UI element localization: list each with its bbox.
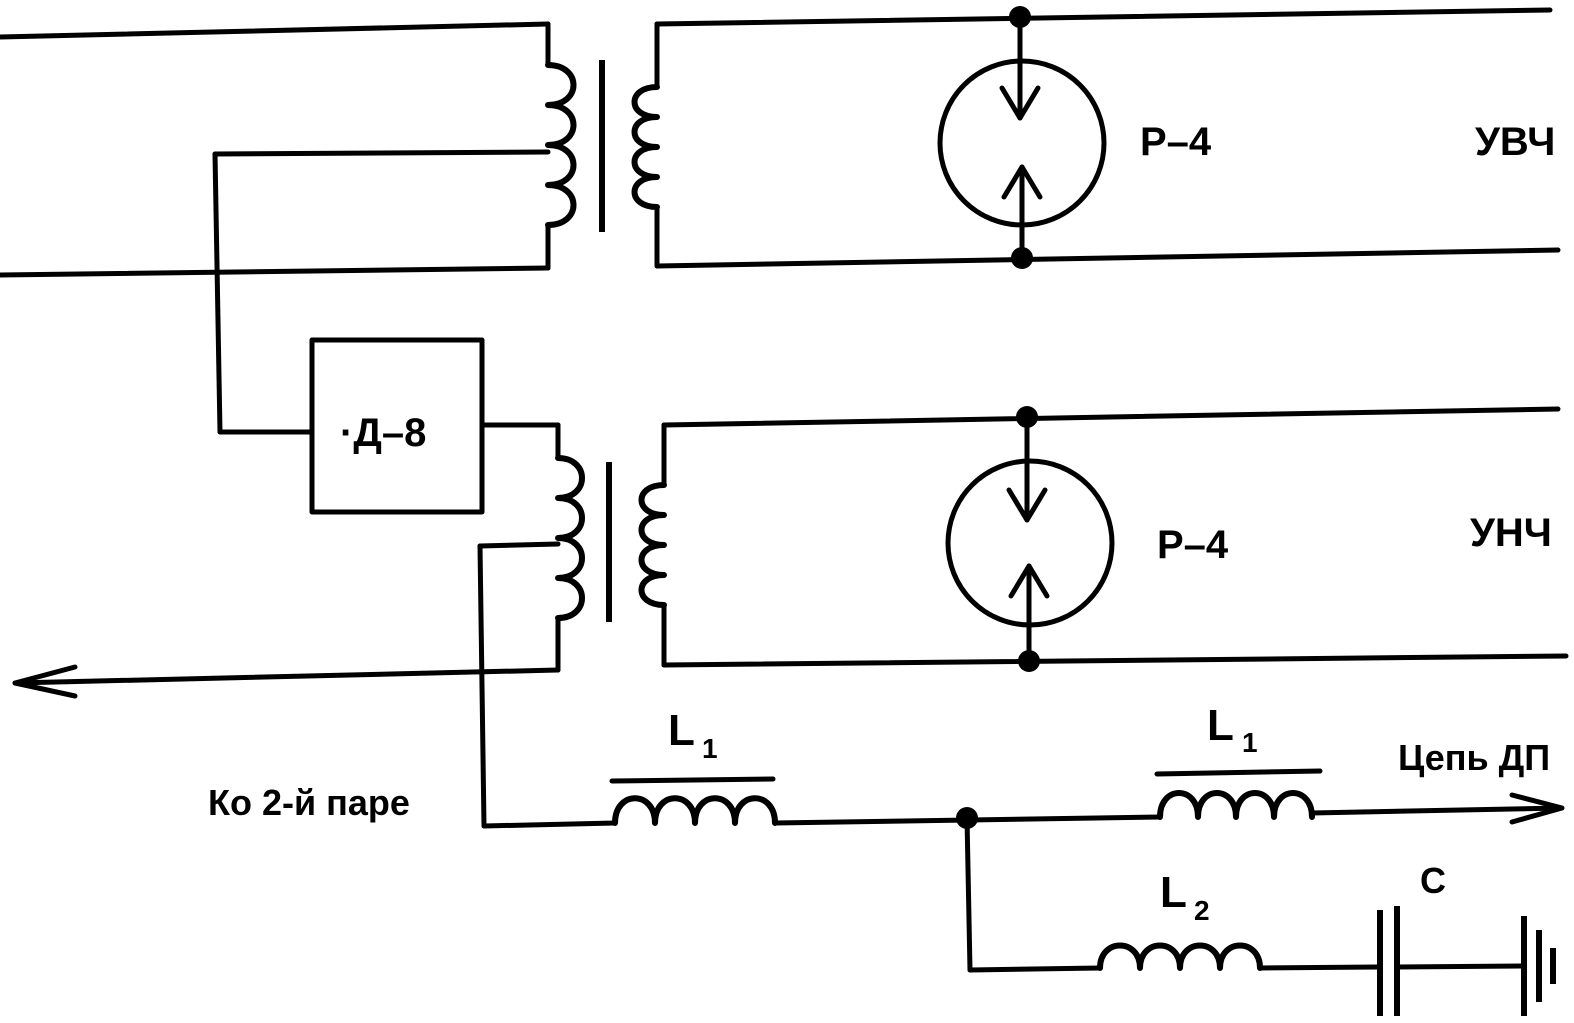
inductor-l1-left-core [609,776,776,784]
arrester-upper-circle [937,58,1107,228]
ground-icon [1521,916,1556,1016]
inductor-l1-right [1157,790,1315,820]
upper-primary-coil [545,62,577,228]
label-inductor-l1-right: L [1207,701,1234,750]
label-uvch: УВЧ [1475,120,1555,164]
upper-secondary-coil [631,84,660,210]
line-to-second-pair [12,667,561,686]
arrester-upper [937,6,1107,269]
label-d8: ·Д–8 [340,411,426,455]
uvch-line-top [654,7,1553,27]
line-wire-middle [0,265,551,278]
label-capacitor: C [1420,860,1446,901]
dp-filter [481,768,1565,1016]
inductor-l1-left [612,795,778,826]
label-inductor-l1-left-sub: 1 [702,733,718,764]
inductor-l2 [1097,942,1263,971]
arrow-right-icon [1509,792,1565,825]
unch-line-bottom [661,653,1569,668]
line-wire-top [0,21,551,40]
arrester-lower [945,406,1115,672]
label-to-second-pair: Ко 2-й паре [208,782,410,823]
arrester-lower-circle [945,458,1115,628]
inductor-l1-right-core [1154,768,1323,777]
label-unch: УНЧ [1470,511,1552,555]
label-arrester-lower: Р–4 [1157,523,1229,567]
lower-secondary-coil [638,482,667,608]
label-inductor-l2-sub: 2 [1194,895,1210,926]
label-inductor-l1-right-sub: 1 [1242,727,1258,758]
uvch-line-bottom [654,247,1561,269]
label-inductor-l1-left: L [668,706,695,755]
label-arrester-upper: Р–4 [1140,120,1212,164]
dp-chain-line [1309,805,1563,816]
upper-transformer [0,7,1561,278]
lower-primary-coil [555,455,585,621]
unch-line-top [661,406,1561,428]
label-dp-chain: Цепь ДП [1398,737,1550,778]
arrow-left-icon [12,664,78,699]
label-inductor-l2: L [1160,868,1187,917]
lower-transformer [12,406,1569,829]
